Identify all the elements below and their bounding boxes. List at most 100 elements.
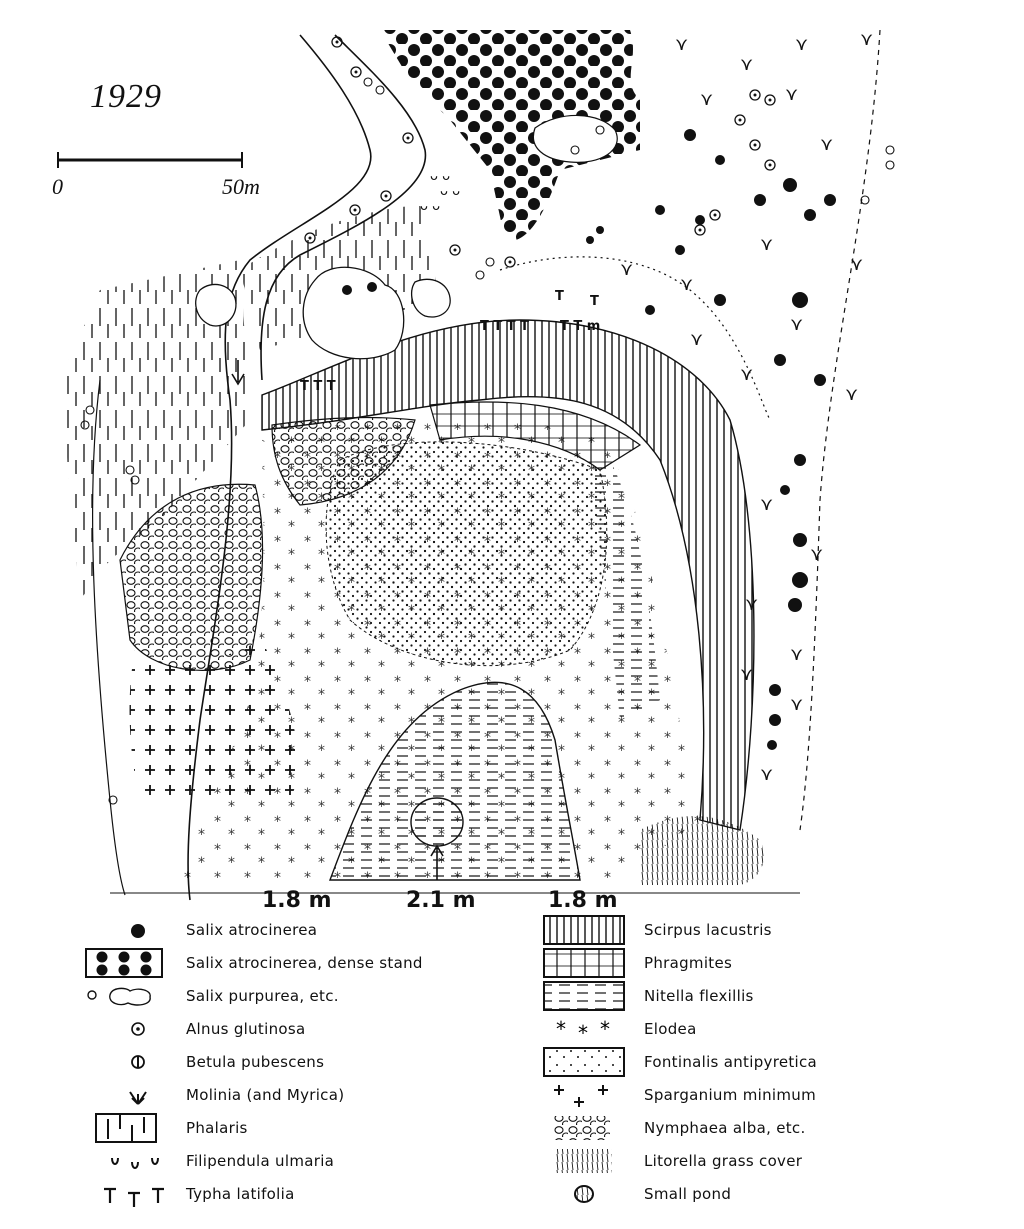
deep-hole <box>410 797 464 847</box>
svg-text:⋎: ⋎ <box>790 644 803 665</box>
depth-arrow <box>430 844 444 880</box>
svg-text:⋎: ⋎ <box>740 664 753 685</box>
bog-boundary <box>799 29 881 831</box>
typha-marks: T T T T T T T T T T T m <box>300 289 600 394</box>
clearing <box>532 114 618 163</box>
legend-label: Scirpus lacustris <box>644 921 772 939</box>
svg-text:⋎: ⋎ <box>620 259 633 280</box>
salix-scattered <box>586 129 836 750</box>
litorella-zone <box>640 816 764 885</box>
legend-label: Filipendula ulmaria <box>186 1152 335 1170</box>
stream-arrow <box>231 360 245 386</box>
svg-text:*: * <box>600 1017 610 1041</box>
salix-purpurea-cloud-3 <box>411 278 451 318</box>
salix-purpurea-cloud-1 <box>302 266 405 360</box>
svg-text:⋎: ⋎ <box>740 54 753 75</box>
pond-icon <box>574 1185 594 1203</box>
legend-label: Salix purpurea, etc. <box>186 987 339 1005</box>
circle-bar-icon <box>131 1055 145 1069</box>
scale-start-label: 0 <box>52 174 63 199</box>
phalaris-zone <box>60 260 250 600</box>
t-icon <box>104 1187 164 1207</box>
circle-dot-icon <box>131 1022 145 1036</box>
dot-icon <box>131 924 145 938</box>
legend-label: Elodea <box>644 1020 697 1038</box>
legend-label: Salix atrocinerea <box>186 921 318 939</box>
svg-text:*: * <box>578 1021 588 1044</box>
svg-text:⋎: ⋎ <box>745 594 758 615</box>
scale-end-label: 50m <box>222 174 260 199</box>
legend-label: Small pond <box>644 1185 732 1203</box>
legend-label: Sparganium minimum <box>644 1086 816 1104</box>
alnus-trees <box>304 36 776 268</box>
salix-purpurea-small <box>80 77 895 805</box>
salix-bush <box>342 285 352 295</box>
legend-label: Molinia (and Myrica) <box>186 1086 345 1104</box>
star-icon: * * * <box>556 1017 610 1044</box>
hatch-icon <box>554 1149 612 1173</box>
alnus-centres <box>308 40 772 264</box>
outer-boundary <box>91 379 126 896</box>
plus-icon <box>554 1085 608 1107</box>
u-icon <box>111 1157 159 1169</box>
svg-text:T T T: T T T <box>300 379 336 394</box>
svg-text:T: T <box>590 294 599 309</box>
river-bank-east <box>260 34 427 381</box>
depth-label-east: 1.8 m <box>548 888 618 913</box>
legend-label: Nitella flexillis <box>644 987 754 1005</box>
svg-text:⋎: ⋎ <box>690 329 703 350</box>
fontinalis-core <box>374 477 563 628</box>
salix-bush <box>367 282 377 292</box>
svg-text:⋎: ⋎ <box>675 34 688 55</box>
nitella-east <box>590 460 660 720</box>
svg-text:ᴗ ᴗ: ᴗ ᴗ <box>430 169 450 184</box>
svg-text:ᴗ ᴗ: ᴗ ᴗ <box>440 184 460 199</box>
tuft-icon <box>129 1091 147 1105</box>
svg-text:⋎: ⋎ <box>760 764 773 785</box>
svg-text:⋎: ⋎ <box>790 694 803 715</box>
svg-text:⋎: ⋎ <box>700 89 713 110</box>
grid-icon <box>543 948 625 978</box>
legend-label: Litorella grass cover <box>644 1152 803 1170</box>
svg-text:ᴗ ᴗ: ᴗ ᴗ <box>420 199 440 214</box>
svg-text:⋎: ⋎ <box>680 274 693 295</box>
legend-label: Fontinalis antipyretica <box>644 1053 818 1071</box>
svg-text:⋎: ⋎ <box>760 234 773 255</box>
stipple-icon <box>543 1047 625 1077</box>
phalaris-icon <box>95 1113 157 1143</box>
svg-text:⋎: ⋎ <box>740 364 753 385</box>
svg-text:⋎: ⋎ <box>785 84 798 105</box>
svg-text:T: T <box>555 289 564 304</box>
legend-label: Betula pubescens <box>186 1053 325 1071</box>
svg-text:⋎: ⋎ <box>845 384 858 405</box>
svg-text:⋎: ⋎ <box>820 134 833 155</box>
cloud-icon <box>87 987 151 1006</box>
svg-text:T T m: T T m <box>560 319 600 334</box>
depth-label-west: 1.8 m <box>262 888 332 913</box>
depth-label-centre: 2.1 m <box>406 888 476 913</box>
molinia-tufts: ⋎⋎⋎⋎ ⋎⋎⋎⋎ ⋎⋎⋎⋎ ⋎⋎⋎⋎ ⋎⋎⋎⋎ ⋎⋎ <box>620 29 873 785</box>
legend-label: Typha latifolia <box>186 1185 295 1203</box>
svg-text:*: * <box>556 1017 566 1041</box>
legend-label: Alnus glutinosa <box>186 1020 306 1038</box>
map-year: 1929 <box>90 78 162 115</box>
dashes-icon <box>543 981 625 1011</box>
legend-label: Phragmites <box>644 954 733 972</box>
svg-text:⋎: ⋎ <box>795 34 808 55</box>
svg-text:T T T T: T T T T <box>480 319 529 334</box>
nitella-zone <box>328 681 581 881</box>
svg-text:⋎: ⋎ <box>760 494 773 515</box>
legend-label: Nymphaea alba, etc. <box>644 1119 806 1137</box>
dense-dots-icon <box>85 948 163 978</box>
svg-text:⋎: ⋎ <box>860 29 873 50</box>
scirpus-band <box>261 319 755 831</box>
dotted-boundary <box>499 256 771 421</box>
salix-purpurea-cloud-2 <box>195 283 237 327</box>
legend-label: Salix atrocinerea, dense stand <box>186 954 423 972</box>
pebble-icon <box>554 1116 610 1140</box>
vertical-lines-icon <box>543 915 625 945</box>
svg-text:⋎: ⋎ <box>850 254 863 275</box>
scale-bar <box>57 152 243 168</box>
